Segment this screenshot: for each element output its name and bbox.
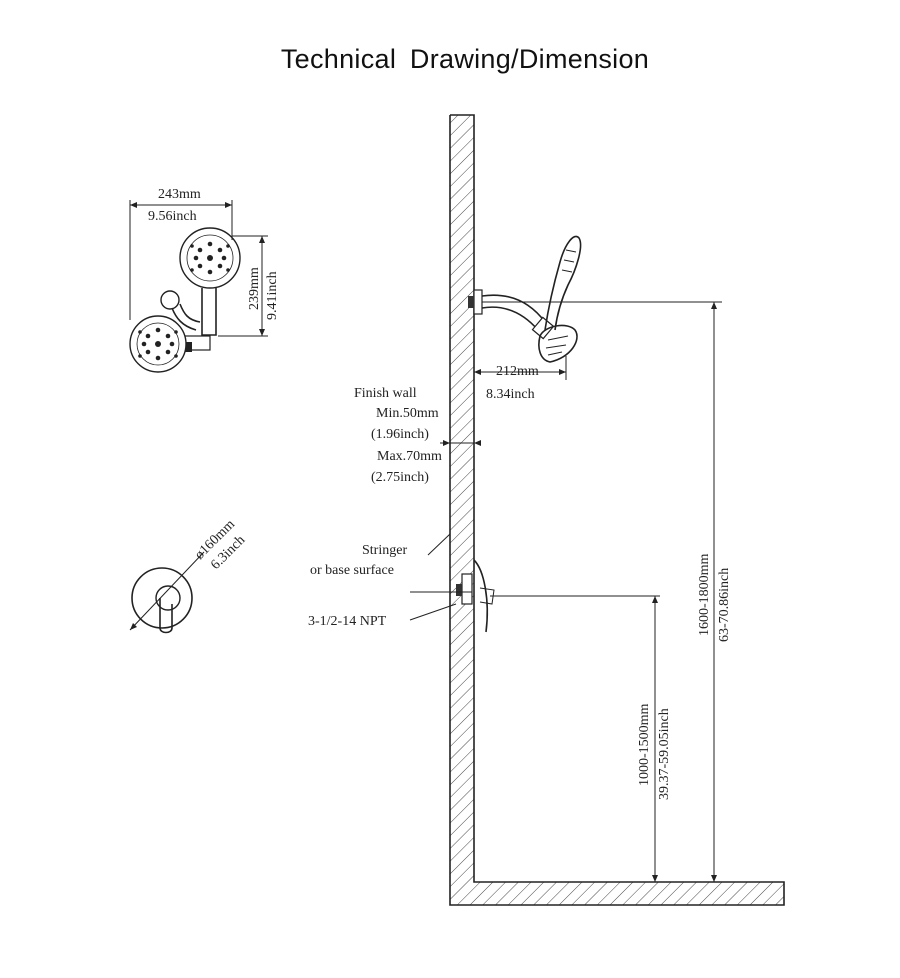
head-width-in: 9.56inch <box>148 209 197 224</box>
valve-height-in: 39.37-59.05inch <box>657 708 672 800</box>
head-height-floor-in: 63-70.86inch <box>717 568 732 642</box>
shower-side-view <box>468 235 582 380</box>
arm-reach-in: 8.34inch <box>486 387 535 402</box>
valve-height-mm: 1000-1500mm <box>637 703 652 786</box>
valve-plate-front-view <box>129 551 205 634</box>
shower-front-view <box>129 200 268 373</box>
arm-reach-mm: 212mm <box>496 364 539 379</box>
stringer-label-2: or base surface <box>310 563 394 578</box>
head-height-in: 9.41inch <box>265 271 280 320</box>
stringer-label: Stringer <box>362 543 407 558</box>
valve-side-view <box>409 559 495 633</box>
finish-min-mm: Min.50mm <box>376 406 439 421</box>
finish-wall-label: Finish wall <box>354 386 417 401</box>
wall-section <box>449 114 785 906</box>
npt-label: 3-1/2-14 NPT <box>308 614 387 629</box>
finish-min-in: (1.96inch) <box>371 427 429 442</box>
valve-height-dimension <box>490 595 660 882</box>
head-height-dimension <box>482 301 722 882</box>
finish-max-mm: Max.70mm <box>377 449 442 464</box>
head-height-mm: 239mm <box>247 267 262 310</box>
finish-max-in: (2.75inch) <box>371 470 429 485</box>
finish-wall-dimension <box>440 440 481 446</box>
head-width-mm: 243mm <box>158 187 201 202</box>
page-title: Technical Drawing/Dimension <box>280 44 650 74</box>
head-height-floor-mm: 1600-1800mm <box>697 553 712 636</box>
